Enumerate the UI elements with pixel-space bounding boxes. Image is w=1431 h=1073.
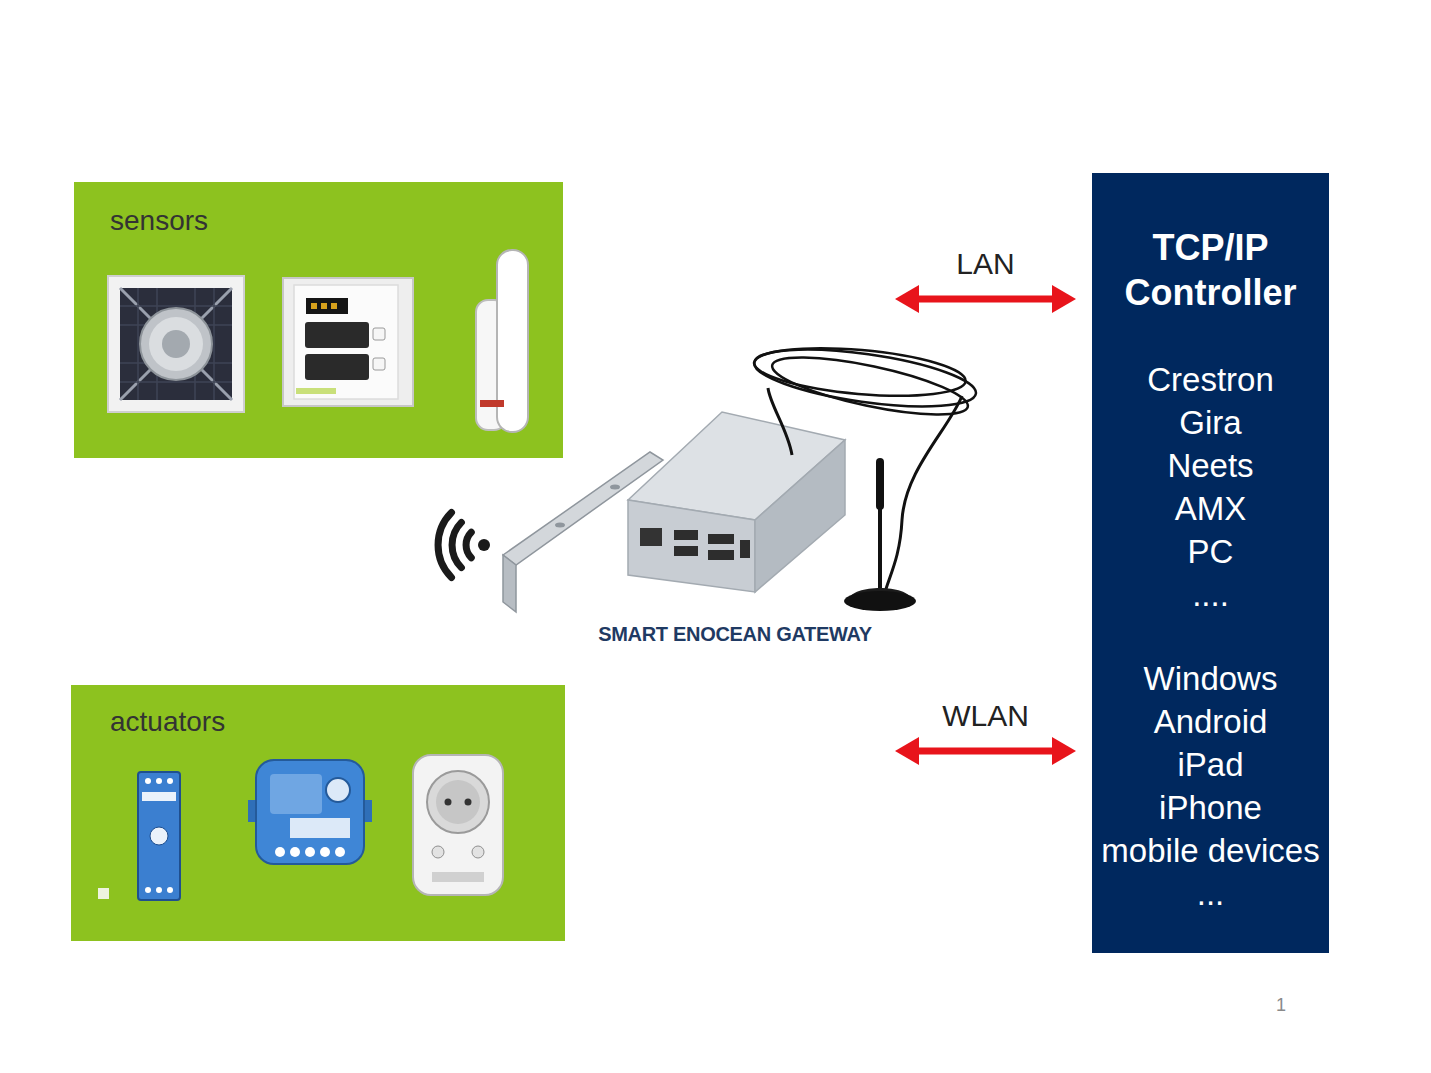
list-item: ... [1097,872,1324,915]
panel-heading: actuators [110,705,526,739]
device-group-panel: actuators [71,685,565,941]
motion-sensor-icon [108,276,244,412]
list-item: Gira [1097,401,1324,444]
flush-actuator-icon [248,760,372,864]
bidirectional-arrow [907,296,1064,303]
device-group-panel: sensors [74,182,563,458]
page-number: 1 [1276,994,1286,1016]
list-item: Crestron [1097,358,1324,401]
antenna [751,339,980,611]
gateway-housing [628,412,845,592]
panel-heading: TCP/IP Controller [1108,225,1313,315]
list-item: iPhone [1097,786,1324,829]
panel-heading: sensors [110,204,527,238]
list-item: mobile devices [1097,829,1324,872]
plug-actuator-icon [413,755,503,895]
mounting-bracket [503,452,663,612]
small-marker [98,888,109,899]
list-item: iPad [1097,743,1324,786]
list-item: Windows [1097,657,1324,700]
radio-symbol [438,513,490,578]
device-label: SMART ENOCEAN GATEWAY [579,621,891,647]
room-control-icon [283,278,413,406]
window-handle-icon [476,250,528,432]
list-item: AMX [1097,487,1324,530]
din-rail-actuator-icon [138,772,180,900]
controller-panel: TCP/IP ControllerCrestronGiraNeetsAMXPC.… [1092,173,1329,953]
bidirectional-arrow [907,748,1064,755]
list-item: PC [1097,530,1324,573]
link-label: LAN [953,247,1017,281]
link-label: WLAN [939,699,1032,733]
list-item: Neets [1097,444,1324,487]
gateway-device: SMART ENOCEAN GATEWAY [575,285,895,765]
list-item: .... [1097,573,1324,616]
list-item: Android [1097,700,1324,743]
